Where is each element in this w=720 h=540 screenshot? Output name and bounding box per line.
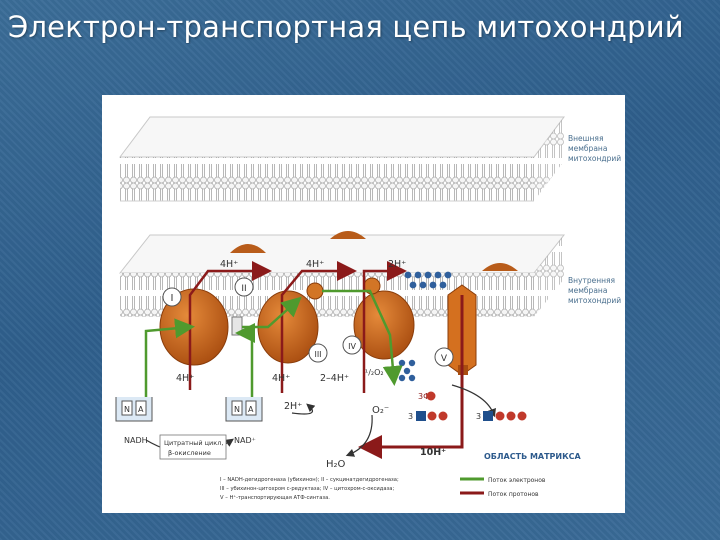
svg-text:3: 3 [476,412,481,421]
nad-label: NAD⁺ [234,436,256,445]
svg-text:Цитратный цикл,: Цитратный цикл, [164,439,223,447]
svg-text:Внутренняя: Внутренняя [568,276,615,285]
svg-text:2–4H⁺: 2–4H⁺ [320,373,349,384]
svg-text:III – убихинон-цитохром с-реду: III – убихинон-цитохром с-редуктаза; IV … [220,486,394,492]
etc-diagram: Внешняя мембрана митохондрий Внутренняя … [102,95,625,513]
svg-text:II: II [241,284,246,294]
citric-cycle-box: Цитратный цикл, β-окисление [160,435,226,459]
svg-text:4H⁺: 4H⁺ [306,259,324,270]
svg-text:V: V [441,354,448,364]
svg-text:2H⁺: 2H⁺ [284,401,302,412]
inner-membrane-label: Внутренняя мембрана митохондрий [568,276,621,305]
oxygen-label: ¹/₂O₂ [365,368,384,377]
nadh-box-left: N A [116,397,152,421]
svg-text:A: A [248,405,254,414]
svg-text:Поток протонов: Поток протонов [488,491,539,498]
svg-text:IV: IV [348,342,356,351]
svg-text:I: I [171,293,174,304]
complex-cap-2 [330,231,366,239]
svg-text:III: III [314,350,321,359]
atp-synthesis-group: 3Ф 3 3 [408,392,527,422]
complex-i: I [160,288,228,365]
svg-text:β-окисление: β-окисление [168,449,211,457]
svg-text:4H⁺: 4H⁺ [220,259,238,270]
svg-text:I – NADH-дегидрогеназа (убихин: I – NADH-дегидрогеназа (убихинон); II – … [220,477,399,483]
nad-box-right: N A [226,397,262,421]
water-label: H₂O [326,459,346,470]
svg-text:Поток электронов: Поток электронов [488,477,546,484]
svg-text:Внешняя: Внешняя [568,134,603,143]
outer-membrane [120,117,564,201]
svg-text:4H⁺: 4H⁺ [272,373,290,384]
nadh-label: NADH [124,436,148,445]
legend-text: I – NADH-дегидрогеназа (убихинон); II – … [220,477,399,501]
legend-proton-flow: Поток протонов [460,491,539,498]
oxygen-reduced-label: O₂⁻ [372,405,389,416]
legend-electron-flow: Поток электронов [460,477,546,484]
svg-text:митохондрий: митохондрий [568,154,621,163]
matrix-label: ОБЛАСТЬ МАТРИКСА [484,452,582,461]
svg-text:мембрана: мембрана [568,144,607,153]
svg-text:4H⁺: 4H⁺ [176,373,194,384]
svg-text:N: N [124,405,130,414]
svg-text:мембрана: мембрана [568,286,607,295]
coenzyme-q [307,283,323,299]
svg-text:митохондрий: митохондрий [568,296,621,305]
svg-text:10H⁺: 10H⁺ [420,447,446,458]
svg-text:A: A [138,405,144,414]
outer-membrane-label: Внешняя мембрана митохондрий [568,134,621,163]
proton-cluster-matrix [399,360,415,381]
svg-text:V – H⁺-транспортирующая АТФ-си: V – H⁺-транспортирующая АТФ-синтаза. [220,495,330,501]
slide-title: Электрон-транспортная цепь митохондрий [8,10,718,44]
svg-text:3: 3 [408,412,413,421]
svg-text:N: N [234,405,240,414]
svg-text:2H⁺: 2H⁺ [388,259,406,270]
